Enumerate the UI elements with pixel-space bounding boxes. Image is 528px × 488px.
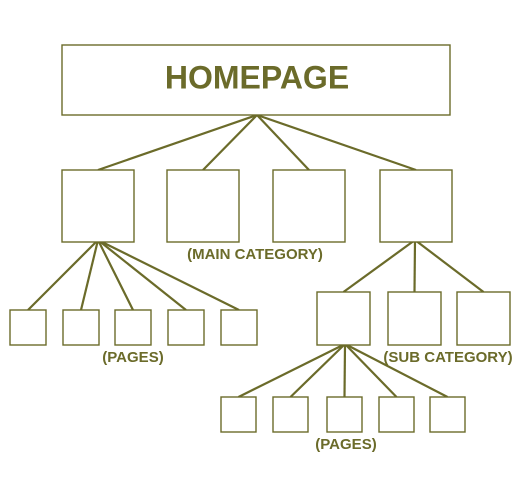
category-to-subcategory-line <box>413 239 417 293</box>
main-category-box <box>61 169 135 243</box>
homepage-label: HOMEPAGE <box>165 59 349 95</box>
page-box <box>220 396 257 433</box>
sub-category-box <box>387 291 442 346</box>
page-box <box>9 309 47 346</box>
connector-lines <box>27 113 485 398</box>
main-category-box <box>272 169 346 243</box>
pages-caption-left: (PAGES) <box>102 349 163 366</box>
category-to-page-line <box>27 239 99 311</box>
homepage-to-category-line <box>256 113 417 172</box>
homepage-to-category-line <box>202 114 258 171</box>
pages-caption-bottom: (PAGES) <box>315 436 376 453</box>
category-to-subcategory-line <box>414 239 485 293</box>
page-box <box>378 396 415 433</box>
page-box <box>272 396 309 433</box>
subcategory-to-page-line <box>238 343 346 398</box>
page-box <box>429 396 466 433</box>
category-to-page-line <box>97 239 240 311</box>
homepage-box <box>61 44 451 116</box>
subcategory-to-page-line <box>343 343 347 398</box>
category-to-page-line <box>79 239 100 311</box>
subcategory-to-page-line <box>344 343 449 398</box>
page-box <box>326 396 363 433</box>
sub-category-caption: (SUB CATEGORY) <box>383 349 512 366</box>
subcategory-to-page-line <box>289 343 346 398</box>
node-boxes <box>9 44 511 433</box>
page-box <box>114 309 152 346</box>
page-box <box>220 309 258 346</box>
subcategory-to-page-line <box>344 343 398 398</box>
category-to-subcategory-line <box>342 239 416 293</box>
main-category-box <box>379 169 453 243</box>
sub-category-box <box>316 291 371 346</box>
main-category-box <box>166 169 240 243</box>
category-to-page-line <box>97 239 134 311</box>
homepage-to-category-line <box>97 113 258 172</box>
page-box <box>62 309 100 346</box>
category-to-page-line <box>97 239 187 311</box>
homepage-to-category-line <box>256 114 310 171</box>
page-box <box>167 309 205 346</box>
sub-category-box <box>456 291 511 346</box>
main-category-caption: (MAIN CATEGORY) <box>187 246 323 263</box>
